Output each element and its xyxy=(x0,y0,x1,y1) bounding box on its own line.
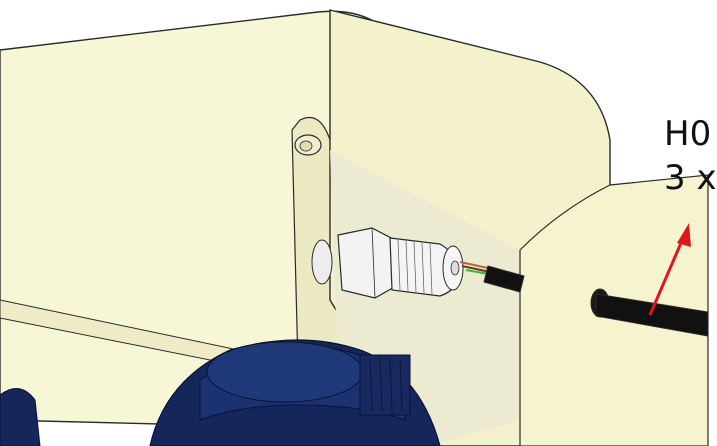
pump-edge-left xyxy=(0,388,41,446)
red-pointer-arrow xyxy=(648,223,691,316)
pump-cap xyxy=(149,339,441,446)
cable-inner xyxy=(483,265,525,293)
gland-stub xyxy=(311,239,333,285)
housing-top-rim xyxy=(0,0,708,90)
callout-line-2: 3 x xyxy=(664,158,717,198)
cable-spec-callout: H0 3 x xyxy=(664,112,717,200)
cable-gland-body xyxy=(389,237,464,297)
cable-outer xyxy=(595,293,709,337)
callout-line-1: H0 xyxy=(664,114,712,154)
cable-gland-nut xyxy=(337,227,399,299)
